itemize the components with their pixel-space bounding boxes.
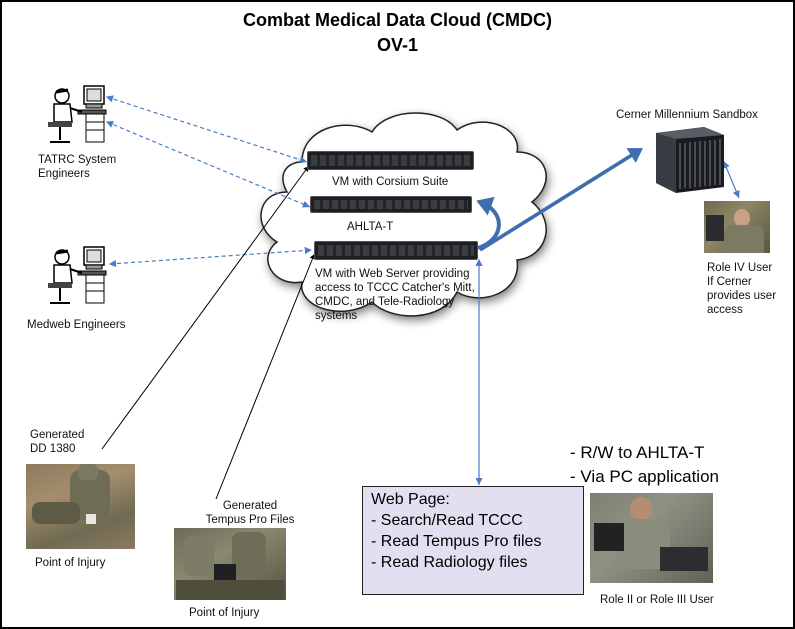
label-generated-dd1380: Generated DD 1380 [30, 429, 85, 455]
webpage-item-radiology: - Read Radiology files [371, 554, 528, 571]
dashed-arrow-tatrc-corsium [105, 95, 308, 164]
label-ahlta: AHLTA-T [347, 221, 394, 233]
engineer-workstation-icon [48, 85, 107, 143]
label-vm-webserver: VM with Web Server providing access to T… [315, 268, 475, 322]
poi-photo-1 [26, 464, 135, 549]
arrow-webserver-cerner [479, 148, 643, 252]
label-point-of-injury-2: Point of Injury [189, 607, 260, 619]
role4-user-photo [704, 201, 770, 253]
label-cerner-sandbox: Cerner Millennium Sandbox [616, 109, 758, 121]
line-dd1380-corsium [101, 166, 309, 450]
server-ahlta [310, 196, 472, 213]
server-tower-icon [656, 127, 724, 193]
role23-user-photo [590, 493, 713, 583]
dashed-arrow-tatrc-ahlta [105, 120, 311, 208]
label-point-of-injury-1: Point of Injury [35, 557, 106, 569]
webpage-item-tempus: - Read Tempus Pro files [371, 533, 542, 550]
diagram-subtitle: OV-1 [376, 35, 419, 55]
line-tempus-webserver [215, 254, 316, 500]
arrow-cerner-role4 [722, 160, 740, 199]
server-webserver [314, 241, 478, 260]
label-role4-user: Role IV User If Cerner provides user acc… [707, 262, 777, 316]
role23-bullets: - R/W to AHLTA-T - Via PC application [570, 443, 719, 491]
bullet-rw-ahlta: - R/W to AHLTA-T [570, 443, 705, 462]
label-tatrc-engineers: TATRC System Engineers [38, 154, 117, 180]
webpage-heading: Web Page: [371, 491, 450, 508]
engineer-workstation-icon [48, 246, 107, 304]
webpage-box: Web Page: - Search/Read TCCC - Read Temp… [362, 486, 584, 595]
dashed-arrow-medweb-webserver [108, 246, 313, 268]
label-vm-corsium: VM with Corsium Suite [332, 176, 449, 188]
label-medweb-engineers: Medweb Engineers [27, 319, 126, 331]
server-corsium [307, 151, 474, 170]
bullet-pc-application: - Via PC application [570, 467, 719, 486]
label-role23-user: Role II or Role III User [600, 594, 714, 606]
poi-photo-2 [174, 528, 286, 600]
label-generated-tempus: Generated Tempus Pro Files [205, 500, 295, 526]
diagram-title: Combat Medical Data Cloud (CMDC) [242, 10, 552, 30]
webpage-item-search-tccc: - Search/Read TCCC [371, 512, 523, 529]
